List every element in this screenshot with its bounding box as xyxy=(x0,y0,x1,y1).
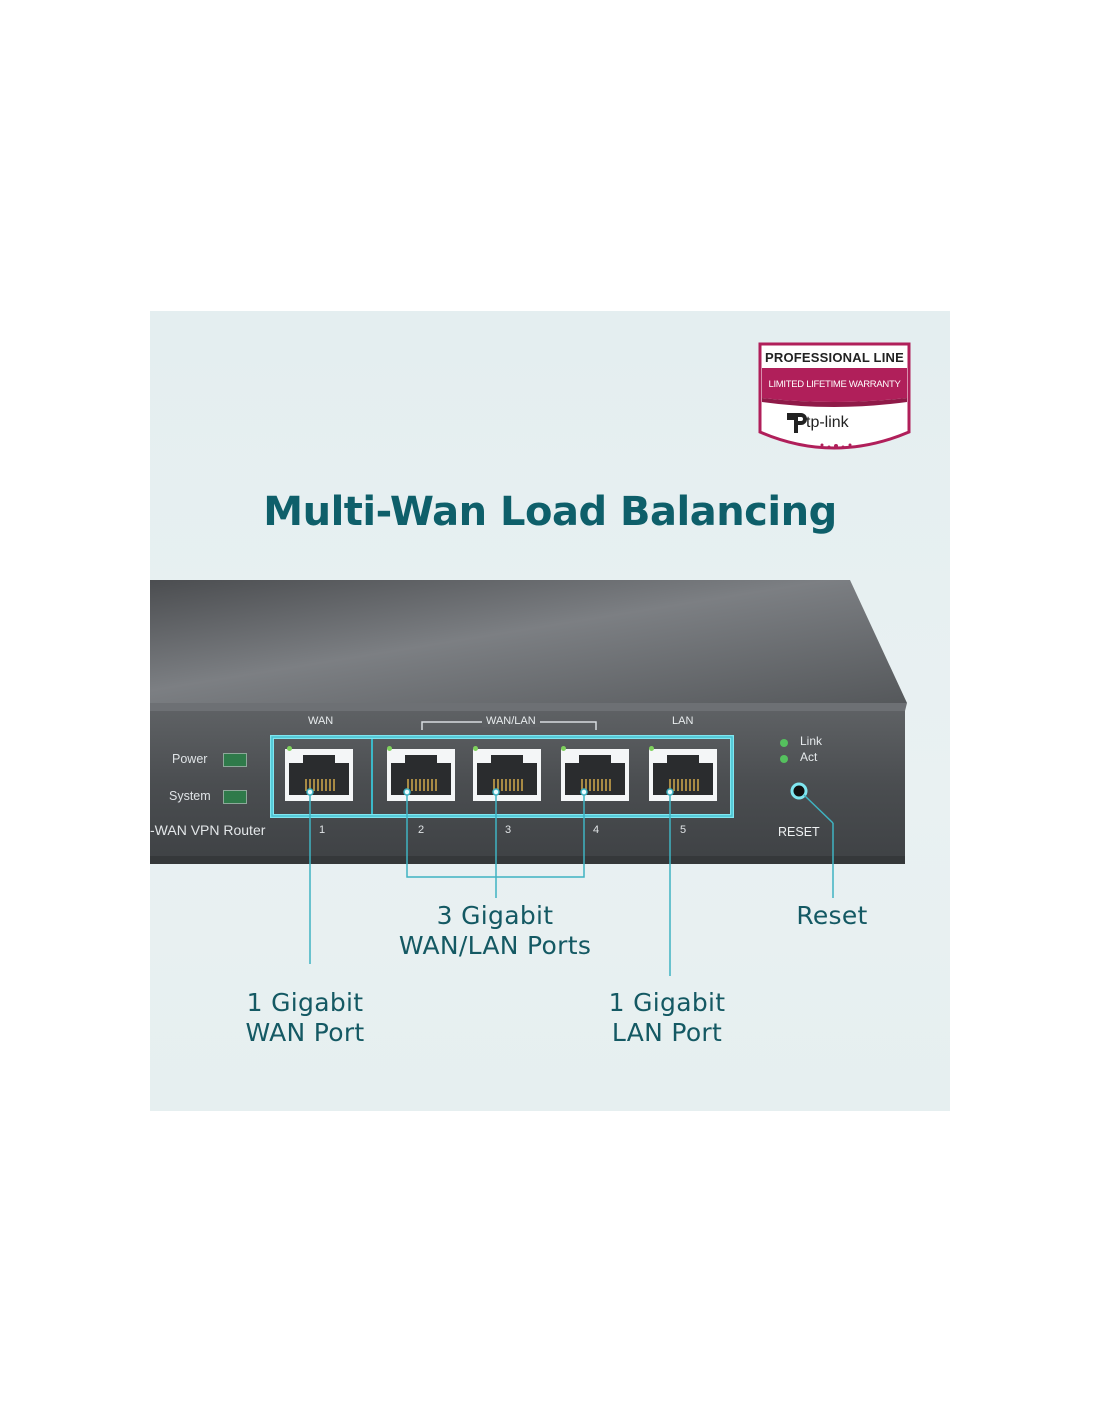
badge-title: PROFESSIONAL LINE xyxy=(765,350,904,365)
port-4-led xyxy=(561,746,566,751)
port-3-led xyxy=(473,746,478,751)
port-1-wan[interactable] xyxy=(285,749,353,801)
router-body xyxy=(150,580,907,864)
lan-group-label: LAN xyxy=(672,715,694,727)
callout-wanlan-line-2: WAN/LAN Ports xyxy=(398,931,592,960)
callout-wanlan-line-1: 3 Gigabit xyxy=(436,901,554,930)
callout-lan-port: 1 Gigabit LAN Port xyxy=(582,988,752,1048)
headline: Multi-Wan Load Balancing xyxy=(263,489,837,535)
port-number-2: 2 xyxy=(418,824,425,836)
reset-label: RESET xyxy=(778,825,820,839)
product-panel: PROFESSIONAL LINE LIMITED LIFETIME WARRA… xyxy=(150,311,950,1111)
badge-brand: tp-link xyxy=(806,414,849,431)
badge-subtitle: LIMITED LIFETIME WARRANTY xyxy=(768,379,901,390)
port-number-4: 4 xyxy=(593,824,600,836)
port-1-led xyxy=(287,746,292,751)
port-3-wanlan[interactable] xyxy=(473,749,541,801)
port-number-5: 5 xyxy=(680,824,687,836)
router-device: Power System -WAN VPN Router WAN WAN/LAN… xyxy=(150,576,950,876)
router-model-name: -WAN VPN Router xyxy=(150,822,266,838)
power-label: Power xyxy=(172,752,208,766)
port-2-led xyxy=(387,746,392,751)
system-label: System xyxy=(169,789,211,803)
port-2-wanlan[interactable] xyxy=(387,749,455,801)
act-label: Act xyxy=(800,750,818,764)
callout-lan-line-2: LAN Port xyxy=(611,1018,723,1047)
callout-wan-port: 1 Gigabit WAN Port xyxy=(220,988,390,1048)
callout-lines xyxy=(306,788,834,976)
callout-wanlan-ports: 3 Gigabit WAN/LAN Ports xyxy=(370,901,620,961)
port-4-wanlan[interactable] xyxy=(561,749,629,801)
tp-link-logo-icon xyxy=(787,413,807,433)
system-led xyxy=(223,790,247,804)
callout-reset: Reset xyxy=(796,901,868,930)
act-led xyxy=(780,755,788,763)
port-5-led xyxy=(649,746,654,751)
professional-line-badge: PROFESSIONAL LINE LIMITED LIFETIME WARRA… xyxy=(758,342,911,455)
port-number-3: 3 xyxy=(505,824,512,836)
callout-wan-line-1: 1 Gigabit xyxy=(246,988,364,1017)
wanlan-group-label: WAN/LAN xyxy=(482,715,540,727)
link-label: Link xyxy=(800,734,823,748)
power-led xyxy=(223,753,247,767)
link-led xyxy=(780,739,788,747)
port-number-1: 1 xyxy=(319,824,326,836)
callout-lan-line-1: 1 Gigabit xyxy=(608,988,726,1017)
callout-wan-line-2: WAN Port xyxy=(245,1018,365,1047)
port-5-lan[interactable] xyxy=(649,749,717,801)
wan-group-label: WAN xyxy=(308,715,334,727)
